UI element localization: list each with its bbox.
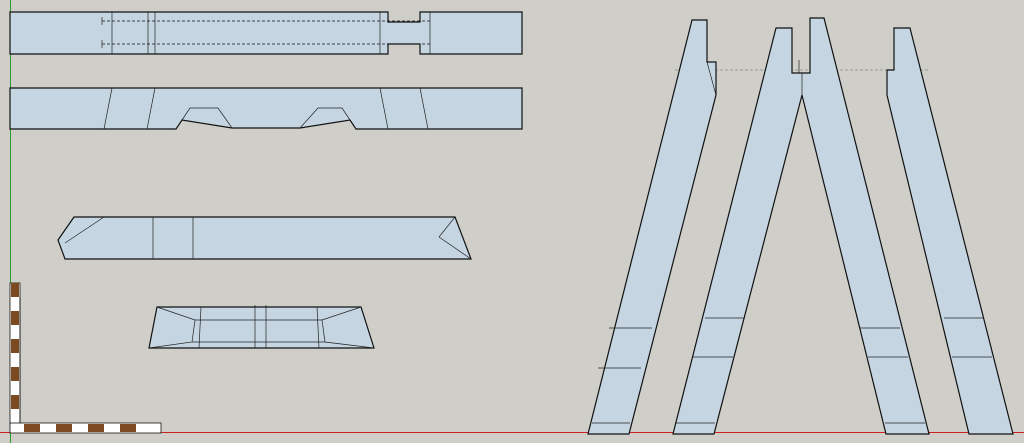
scale-figure — [9, 282, 162, 434]
rail-top-plan[interactable] — [9, 11, 523, 55]
stretcher-trapezoid[interactable] — [148, 305, 375, 349]
rail-top-side[interactable] — [9, 87, 523, 130]
leg-assembly-front[interactable] — [587, 17, 1014, 435]
brace-angled[interactable] — [57, 216, 472, 260]
